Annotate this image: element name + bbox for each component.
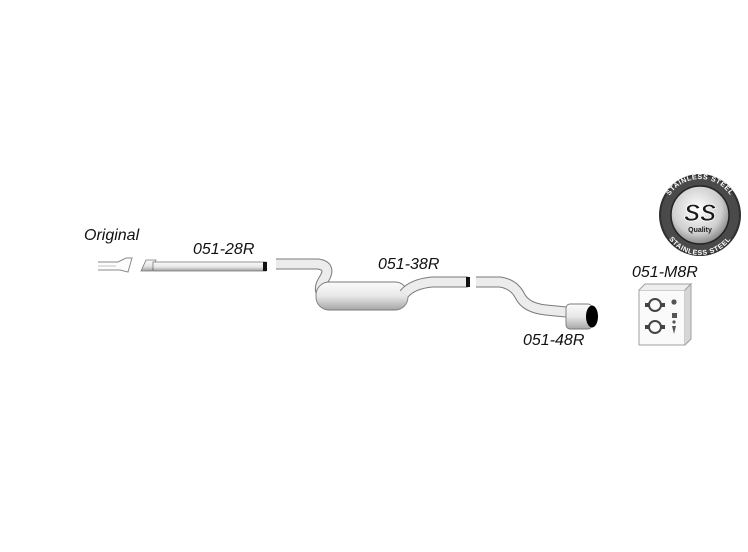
label-middle-silencer: 051-38R <box>378 256 440 273</box>
label-front-pipe: 051-28R <box>193 241 255 258</box>
middle-silencer-051-38R <box>276 258 470 311</box>
svg-text:SS: SS <box>684 200 716 227</box>
label-rear-pipe: 051-48R <box>523 332 585 349</box>
label-mounting-kit: 051-M8R <box>632 264 698 281</box>
label-original: Original <box>84 227 140 244</box>
stainless-steel-quality-badge: STAINLESS STEEL STAINLESS STEEL SS Quali… <box>659 174 741 257</box>
mounting-kit-051-M8R <box>638 282 693 346</box>
tailpipe-tip-opening <box>586 305 598 328</box>
svg-text:Quality: Quality <box>688 227 712 234</box>
front-pipe-051-28R <box>140 259 267 272</box>
rear-pipe-051-48R <box>476 276 598 330</box>
original-pipe <box>98 257 133 273</box>
